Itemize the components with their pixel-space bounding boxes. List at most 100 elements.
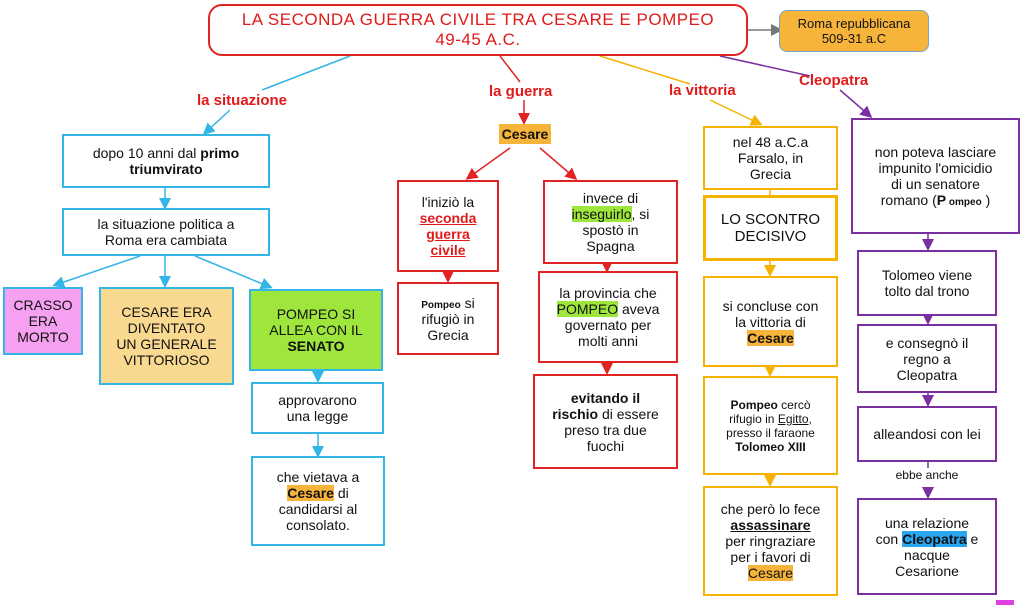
side-note-line-1: Roma repubblicana: [797, 16, 911, 31]
text: una legge: [286, 408, 349, 424]
text: non poteva lasciare: [874, 144, 997, 160]
text: aveva: [618, 301, 660, 317]
text: rifugiò in: [421, 310, 475, 327]
node-concluse: si concluse con la vittoria di Cesare: [703, 276, 838, 367]
text-bold: evitando il: [570, 389, 641, 406]
node-rifugio-grecia: Pompeo si rifugiò in Grecia: [397, 282, 499, 355]
node-relazione: una relazione con Cleopatra e nacque Ces…: [857, 498, 997, 595]
node-vietava: che vietava a Cesare di candidarsi al co…: [251, 456, 385, 546]
node-assassinare: che però lo fece assassinare per ringraz…: [703, 486, 838, 596]
text: nel 48 a.C.a: [732, 134, 809, 150]
title-line-2: 49-45 A.C.: [435, 30, 521, 49]
text: per ringraziare: [725, 533, 816, 549]
text-highlight: Cleopatra: [902, 530, 967, 547]
text: si concluse con: [722, 297, 819, 314]
text: consolato.: [286, 517, 350, 533]
text-bold: P: [936, 192, 947, 208]
text: preso tra due: [564, 421, 647, 438]
branch-label-cleopatra: Cleopatra: [799, 72, 869, 89]
text-bold: primo: [200, 145, 240, 161]
node-crasso: CRASSO ERA MORTO: [3, 287, 83, 355]
text: DECISIVO: [734, 228, 807, 245]
text: presso il faraone: [726, 425, 815, 440]
node-farsalo: nel 48 a.C.a Farsalo, in Grecia: [703, 126, 838, 190]
text: e: [966, 530, 979, 547]
node-inizio-guerra: l'iniziò la seconda guerra civile: [397, 180, 499, 272]
text: POMPEO SI: [276, 306, 356, 322]
text: spostò in: [582, 222, 639, 238]
text: CESARE ERA: [121, 304, 212, 320]
text-highlight: Cesare: [287, 485, 334, 501]
text: VITTORIOSO: [123, 352, 210, 368]
text: invece di: [582, 190, 639, 206]
text-bold: triumvirato: [129, 161, 203, 177]
text: dopo 10 anni dal: [92, 145, 201, 161]
corner-marker: [996, 600, 1014, 605]
title-box: LA SECONDA GUERRA CIVILE TRA CESARE E PO…: [208, 4, 748, 56]
node-tolomeo: Tolomeo viene tolto dal trono: [857, 250, 997, 316]
text: CRASSO: [13, 297, 73, 313]
node-scontro-decisivo: LO SCONTRO DECISIVO: [703, 195, 838, 261]
text: la situazione politica a: [97, 216, 235, 232]
text: cercò: [777, 397, 811, 412]
node-legge: approvarono una legge: [251, 382, 384, 434]
text: la vittoria di: [735, 313, 806, 330]
text-bold: ompeo: [946, 197, 982, 208]
side-note-line-2: 509-31 a.C: [821, 31, 887, 46]
text: molti anni: [578, 333, 638, 349]
text: rifugio in: [729, 411, 778, 426]
text: Spagna: [586, 238, 635, 254]
text: che però lo fece: [720, 501, 821, 517]
text: e consegnò il: [885, 334, 969, 351]
text: Roma era cambiata: [104, 232, 228, 248]
text: MORTO: [17, 329, 69, 345]
node-provincia: la provincia che POMPEO aveva governato …: [538, 271, 678, 363]
text: approvarono: [278, 392, 357, 408]
text: , si: [631, 206, 650, 222]
text: governato per: [564, 317, 652, 333]
side-note-box: Roma repubblicana 509-31 a.C: [779, 10, 929, 52]
node-cesare-generale: CESARE ERA DIVENTATO UN GENERALE VITTORI…: [99, 287, 234, 385]
text: ,: [808, 411, 812, 426]
text: romano (: [880, 192, 937, 208]
text-underline: Egitto: [777, 411, 809, 426]
text: fuochi: [586, 437, 625, 454]
node-primo-triumvirato: dopo 10 anni dal primo triumvirato: [62, 134, 270, 188]
title-line-1: LA SECONDA GUERRA CIVILE TRA CESARE E PO…: [241, 10, 715, 29]
text: Farsalo, in: [737, 150, 804, 166]
text: nacque: [904, 546, 950, 563]
text: Grecia: [749, 166, 792, 182]
text: LO SCONTRO: [720, 211, 821, 228]
text-bold: civile: [430, 242, 466, 258]
text: la provincia che: [559, 285, 657, 301]
node-situazione-cambiata: la situazione politica a Roma era cambia…: [62, 208, 270, 256]
text-bold: guerra: [426, 226, 470, 242]
branch-label-guerra: la guerra: [489, 83, 553, 100]
text-bold: Pompeo: [730, 397, 778, 412]
text-bold: SENATO: [287, 338, 345, 354]
node-consegno: e consegnò il regno a Cleopatra: [857, 324, 997, 393]
text-bold: rischio: [552, 405, 599, 422]
text: ALLEA CON IL: [269, 322, 363, 338]
label-ebbe-anche: ebbe anche: [857, 468, 997, 482]
text: candidarsi al: [278, 501, 358, 517]
text: UN GENERALE: [116, 336, 217, 352]
text: di un senatore: [891, 176, 980, 192]
text: si: [460, 294, 475, 311]
node-egitto: Pompeo cercò rifugio in Egitto, presso i…: [703, 376, 838, 475]
text: Cleopatra: [896, 366, 958, 383]
text: Cesarione: [895, 562, 959, 579]
text: Grecia: [427, 326, 469, 343]
node-impunito: non poteva lasciare impunito l'omicidio …: [851, 118, 1020, 234]
text: ERA: [28, 313, 58, 329]
text-highlight: Cesare: [747, 565, 794, 581]
text: ): [981, 192, 991, 208]
text-highlight: POMPEO: [556, 301, 619, 317]
text: di essere: [598, 405, 659, 422]
node-inseguirlo: invece di inseguirlo, si spostò in Spagn…: [543, 180, 678, 264]
node-evitando: evitando il rischio di essere preso tra …: [533, 374, 678, 469]
text-bold: seconda: [419, 210, 477, 226]
text: tolto dal trono: [884, 283, 970, 299]
text-bold: Tolomeo XIII: [735, 439, 806, 454]
